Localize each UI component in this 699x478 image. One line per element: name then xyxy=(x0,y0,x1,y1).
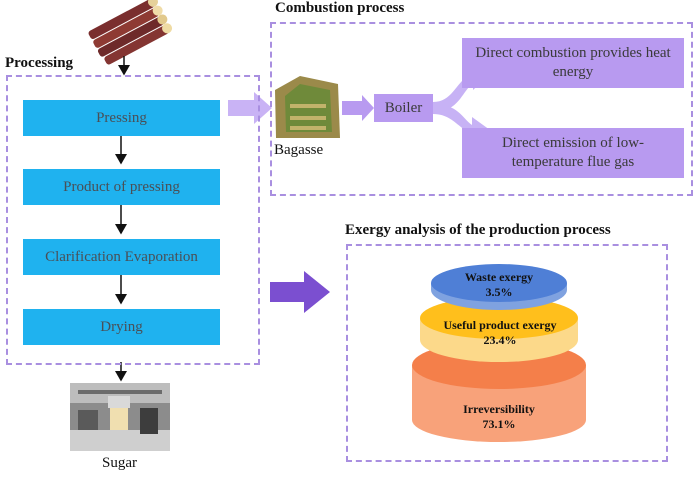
sugar-factory-image xyxy=(70,383,170,451)
step-pressing: Pressing xyxy=(23,100,220,136)
arrow-to-bagasse xyxy=(228,92,272,124)
step-drying: Drying xyxy=(23,309,220,345)
irreversibility-value: 73.1% xyxy=(482,417,516,431)
big-arrow-to-exergy xyxy=(270,271,330,313)
outcome-flue-gas: Direct emission of low-temperature flue … xyxy=(462,128,684,178)
combustion-title: Combustion process xyxy=(275,0,405,16)
bagasse-label: Bagasse xyxy=(274,142,324,158)
processing-frame xyxy=(6,75,260,365)
exergy-frame xyxy=(346,244,668,462)
exergy-stack xyxy=(412,264,586,442)
outcome-heat-energy: Direct combustion provides heat energy xyxy=(462,38,684,88)
waste-exergy-name: Waste exergy xyxy=(464,270,534,284)
waste-cylinder-top xyxy=(431,264,567,302)
useful-cylinder-top xyxy=(420,297,578,339)
step-product-of-pressing: Product of pressing xyxy=(23,169,220,205)
useful-exergy-name: Useful product exergy xyxy=(443,318,557,332)
step-clarification-evaporation: Clarification Evaporation xyxy=(23,239,220,275)
exergy-title: Exergy analysis of the production proces… xyxy=(345,222,611,238)
sugar-label: Sugar xyxy=(102,455,137,471)
arrow-to-boiler xyxy=(342,95,374,121)
combustion-frame xyxy=(270,22,693,196)
useful-exergy-label: Useful product exergy 23.4% xyxy=(430,318,570,348)
sugarcane-image xyxy=(88,0,173,65)
waste-exergy-label: Waste exergy 3.5% xyxy=(444,270,554,300)
boiler-box: Boiler xyxy=(374,94,433,122)
irreversibility-label: Irreversibility 73.1% xyxy=(434,402,564,432)
irreversibility-name: Irreversibility xyxy=(463,402,535,416)
waste-exergy-value: 3.5% xyxy=(485,285,513,299)
bagasse-image xyxy=(275,76,340,138)
useful-exergy-value: 23.4% xyxy=(483,333,517,347)
processing-title: Processing xyxy=(5,55,74,71)
